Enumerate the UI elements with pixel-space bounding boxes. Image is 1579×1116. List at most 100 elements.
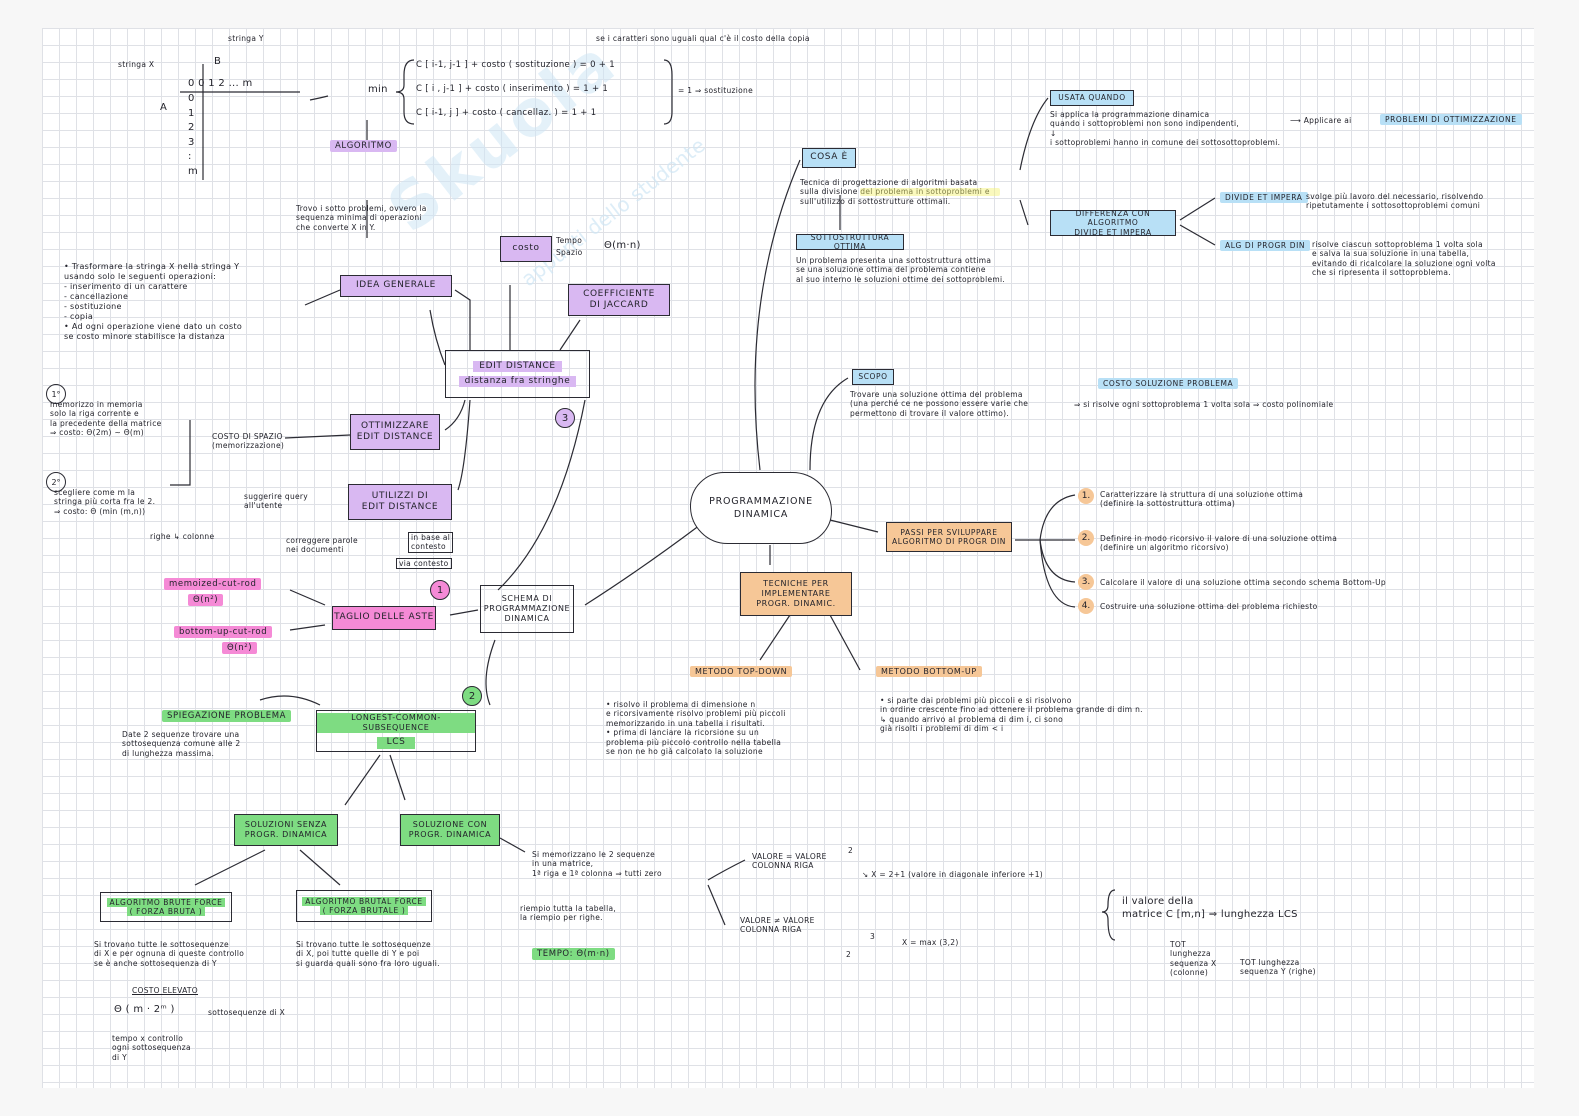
lcs-spiegazione-text: Date 2 sequenze trovare una sottosequenz… <box>122 730 241 758</box>
formula-line-1: C [ i-1, j-1 ] + costo ( sostituzione ) … <box>416 60 615 70</box>
matrix-label-x: stringa X <box>118 60 155 69</box>
con-line-1: SOLUZIONE CON <box>412 820 488 829</box>
utilizzi-query: suggerire query all'utente <box>244 492 309 511</box>
costo-spazio-label: COSTO DI SPAZIO (memorizzazione) <box>212 432 285 451</box>
brute-force-text: Si trovano tutte le sottosequenze di X e… <box>94 940 245 968</box>
idea-box: IDEA GENERALE <box>340 275 452 297</box>
con-tot-x: TOT lunghezza sequenza X (colonne) <box>1170 940 1217 978</box>
ottimizzare-line-1: OTTIMIZZARE <box>360 420 430 431</box>
differenza-box: DIFFERENZA CON ALGORITMO DIVIDE ET IMPER… <box>1050 208 1176 237</box>
passi-label: PASSI PER SVILUPPARE ALGORITMO DI PROGR … <box>892 527 1006 546</box>
con-box: SOLUZIONE CON PROGR. DINAMICA <box>400 814 500 846</box>
edit-distance-title: EDIT DISTANCE <box>473 360 562 372</box>
matrix-label-y: stringa Y <box>228 34 264 43</box>
bottom-up-label: METODO BOTTOM-UP <box>876 666 982 677</box>
usata-label: USATA QUANDO <box>1058 93 1126 103</box>
taglio-number: 1 <box>430 580 450 600</box>
scopo-text: Trovare una soluzione ottima del problem… <box>850 390 1029 418</box>
formula-line-2: C [ i , j-1 ] + costo ( inserimento ) = … <box>416 84 609 94</box>
problemi-ottimizzazione: PROBLEMI DI OTTIMIZZAZIONE <box>1380 114 1522 125</box>
con-line-2: PROGR. DINAMICA <box>408 830 492 839</box>
con-max-formula: X = max (3,2) <box>902 938 959 947</box>
con-equal: VALORE = VALORE COLONNA RIGA <box>752 852 827 871</box>
bottom-up-cut-rod: bottom-up-cut-rod <box>174 626 273 638</box>
brutal-force-text: Si trovano tutte le sottosequenze di X, … <box>296 940 440 968</box>
scopo-box: SCOPO <box>852 369 894 385</box>
brute-force-box: ALGORITMO BRUTE FORCE ( FORZA BRUTA ) <box>100 892 232 922</box>
formula-min: min <box>368 84 388 95</box>
center-line-2: DINAMICA <box>733 509 789 520</box>
center-node: PROGRAMMAZIONE DINAMICA <box>690 472 832 544</box>
formula-note: se i caratteri sono uguali qual c'è il c… <box>596 34 810 43</box>
con-text-2: riempio tutta la tabella, la riempio per… <box>520 904 617 923</box>
costo-elevato-value: Θ ( m · 2ᵐ ) <box>114 1004 175 1015</box>
schema-line-3: DINAMICA <box>504 614 550 623</box>
differenza-label: DIFFERENZA CON ALGORITMO DIVIDE ET IMPER… <box>1074 208 1152 237</box>
brutal-force-box: ALGORITMO BRUTAL FORCE ( FORZA BRUTALE ) <box>296 890 432 922</box>
formula-line-3: C [ i-1, j ] + costo ( cancellaz. ) = 1 … <box>416 108 597 118</box>
costo-soluzione-label: COSTO SOLUZIONE PROBLEMA <box>1098 378 1239 389</box>
costo-box: costo <box>500 236 552 262</box>
costo-elevato: COSTO ELEVATO <box>132 986 199 995</box>
senza-line-2: PROGR. DINAMICA <box>244 830 328 839</box>
sottostruttura-text: Un problema presenta una sottostruttura … <box>796 256 1006 284</box>
passi-box: PASSI PER SVILUPPARE ALGORITMO DI PROGR … <box>886 522 1012 552</box>
taglio-label: TAGLIO DELLE ASTE <box>334 612 434 623</box>
con-text-1: Si memorizzano le 2 sequenze in una matr… <box>532 850 662 878</box>
brutal-force-subtitle: ( FORZA BRUTALE ) <box>319 906 409 916</box>
costo-elevato-note: sottosequenze di X <box>208 1008 286 1017</box>
utilizzi-line-1: UTILIZZI DI <box>371 490 429 501</box>
matrix-a: A <box>160 102 168 113</box>
schema-line-2: PROGRAMMAZIONE <box>483 604 571 613</box>
con-max-top: 3 <box>870 932 876 941</box>
con-max-left: 2 <box>846 950 852 959</box>
bottom-up-text: • si parte dai problemi più piccoli e si… <box>880 696 1143 734</box>
opt-text-2: scegliere come m la stringa più corta fr… <box>54 488 156 516</box>
schema-box: SCHEMA DI PROGRAMMAZIONE DINAMICA <box>480 585 574 633</box>
jaccard-line-2: DI JACCARD <box>589 300 649 310</box>
cosa-text: Tecnica di progettazione di algoritmi ba… <box>800 178 990 206</box>
matrix-b: B <box>214 56 222 67</box>
sottostruttura-box: SOTTOSTRUTTURA OTTIMA <box>796 232 904 251</box>
con-tempo: TEMPO: Θ(m·n) <box>532 948 615 960</box>
divide-label: DIVIDE ET IMPERA <box>1220 192 1308 203</box>
jaccard-line-1: COEFFICIENTE <box>583 288 655 299</box>
passo-2-text: Definire in modo ricorsivo il valore di … <box>1100 534 1338 553</box>
opt-number-2: 2° <box>46 472 66 492</box>
cosa-highlight <box>860 188 1000 196</box>
lcs-title: LONGEST-COMMON-SUBSEQUENCE <box>317 713 475 734</box>
top-down-text: • risolvo il problema di dimensione n e … <box>606 700 786 756</box>
cosa-label: COSA È <box>810 152 848 163</box>
lcs-spiegazione-label: SPIEGAZIONE PROBLEMA <box>162 710 292 722</box>
scopo-label: SCOPO <box>858 372 888 382</box>
utilizzi-correggere: correggere parole nei documenti <box>286 536 358 555</box>
matrix-row-header: 0 0 1 2 ... m <box>188 78 253 89</box>
con-tot-y: TOT lunghezza sequenza Y (righe) <box>1240 958 1316 977</box>
con-diag-top: 2 <box>848 846 854 855</box>
passo-4-number: 4. <box>1078 598 1094 614</box>
alg-progr-label: ALG DI PROGR DIN <box>1220 240 1311 251</box>
ottimizzare-box: OTTIMIZZARE EDIT DISTANCE <box>350 414 440 450</box>
passo-1-number: 1. <box>1078 488 1094 504</box>
con-final: il valore della matrice C [m,n] ⇒ lunghe… <box>1122 896 1298 920</box>
costo-elevato-note-2: tempo x controllo ogni sottosequenza di … <box>112 1034 191 1062</box>
opt-text-1: memorizzo in memoria solo la riga corren… <box>50 400 162 438</box>
sottostruttura-label: SOTTOSTRUTTURA OTTIMA <box>810 232 890 251</box>
ottimizzare-line-2: EDIT DISTANCE <box>356 432 434 442</box>
utilizzi-via-contesto: via contesto <box>396 558 452 570</box>
costo-tempo: Tempo <box>556 236 583 245</box>
tecniche-box: TECNICHE PER IMPLEMENTARE PROGR. DINAMIC… <box>740 572 852 616</box>
brutal-force-title: ALGORITMO BRUTAL FORCE <box>302 896 426 906</box>
center-line-1: PROGRAMMAZIONE <box>709 495 813 507</box>
divide-text: svolge più lavoro del necessario, risolv… <box>1306 192 1484 211</box>
memoized-cost: Θ(n²) <box>188 594 224 606</box>
lcs-box: LONGEST-COMMON-SUBSEQUENCE LCS <box>316 710 476 752</box>
passo-4-text: Costruire una soluzione ottima del probl… <box>1100 602 1318 611</box>
passo-3-text: Calcolare il valore di una soluzione ott… <box>1100 578 1386 587</box>
brute-force-title: ALGORITMO BRUTE FORCE <box>106 897 226 907</box>
edit-distance-number: 3 <box>555 408 575 428</box>
lcs-number: 2 <box>462 686 482 706</box>
usata-box: USATA QUANDO <box>1050 90 1134 106</box>
cosa-box: COSA È <box>802 148 856 168</box>
algoritmo-desc: Trovo i sotto problemi, ovvero la sequen… <box>296 204 427 232</box>
